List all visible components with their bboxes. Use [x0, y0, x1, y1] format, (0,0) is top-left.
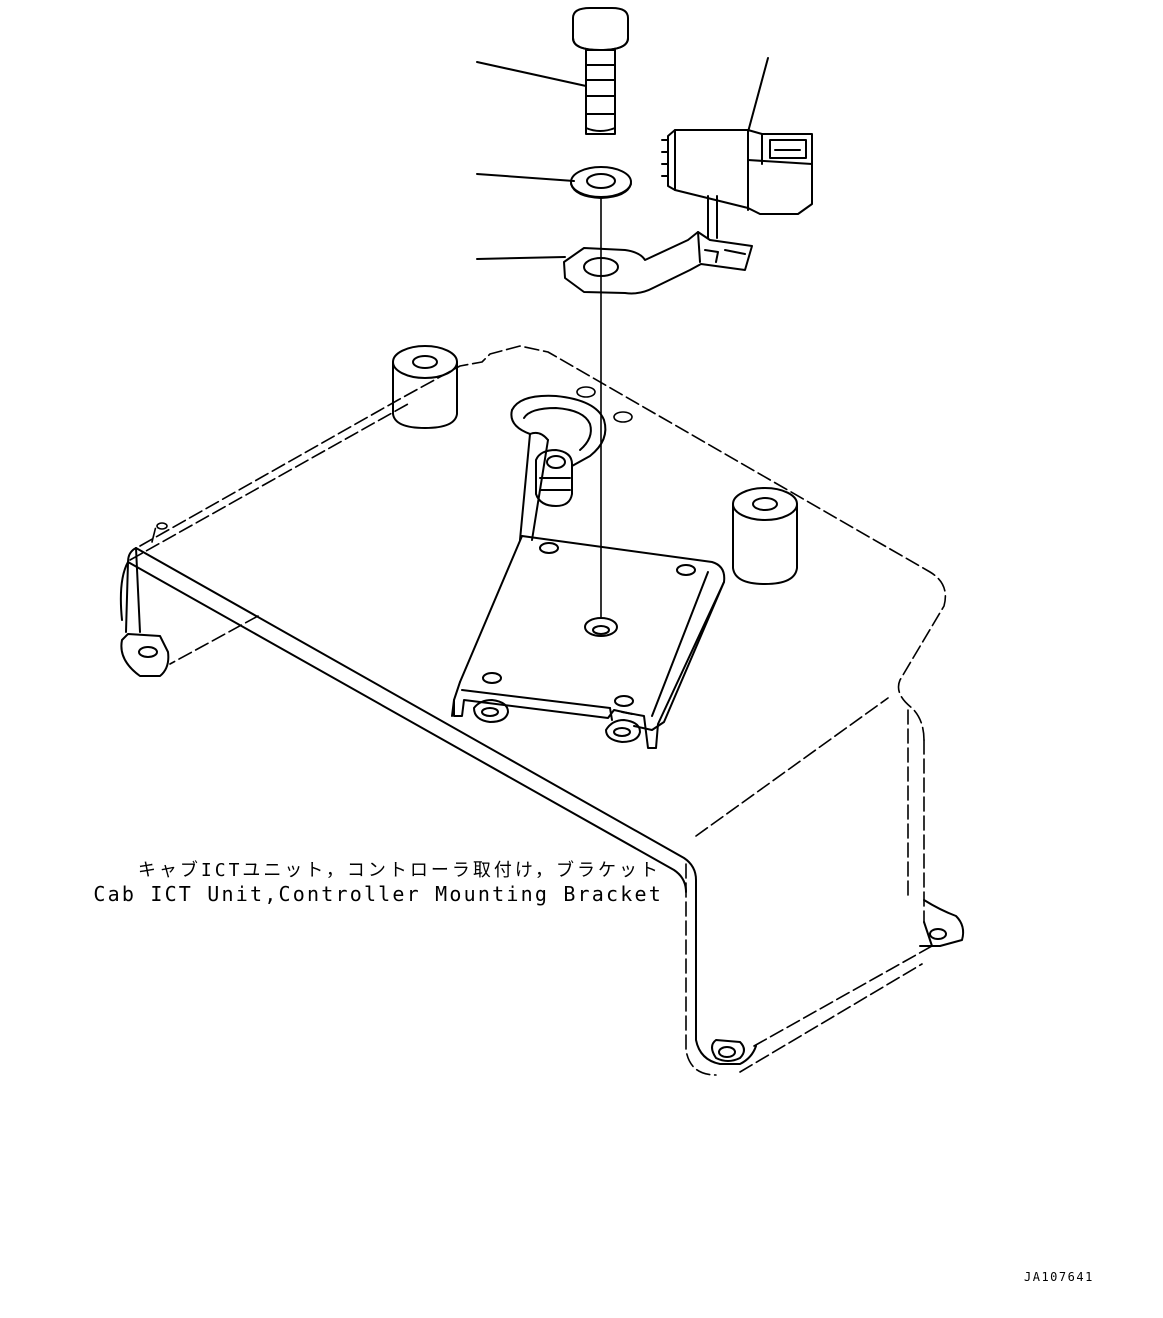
terminal-lug: [563, 231, 753, 295]
plate-holes: [156, 386, 633, 530]
ring-clamp: [510, 394, 607, 541]
spacer-post-left: [392, 345, 458, 429]
bolt: [572, 7, 629, 135]
washer: [570, 166, 632, 199]
controller-plate: [451, 535, 726, 749]
caption-japanese: キャブICTユニット，コントローラ取付け，ブラケット: [137, 860, 661, 881]
figure-id: JA107641: [1024, 1270, 1094, 1284]
caption-english: Cab ICT Unit,Controller Mounting Bracket: [93, 882, 663, 906]
mounting-bracket: [129, 345, 947, 1076]
spacer-post-right: [732, 487, 798, 585]
leader-lines: [476, 57, 769, 260]
bracket-solid-edges: [119, 547, 965, 1065]
connector: [661, 129, 813, 239]
